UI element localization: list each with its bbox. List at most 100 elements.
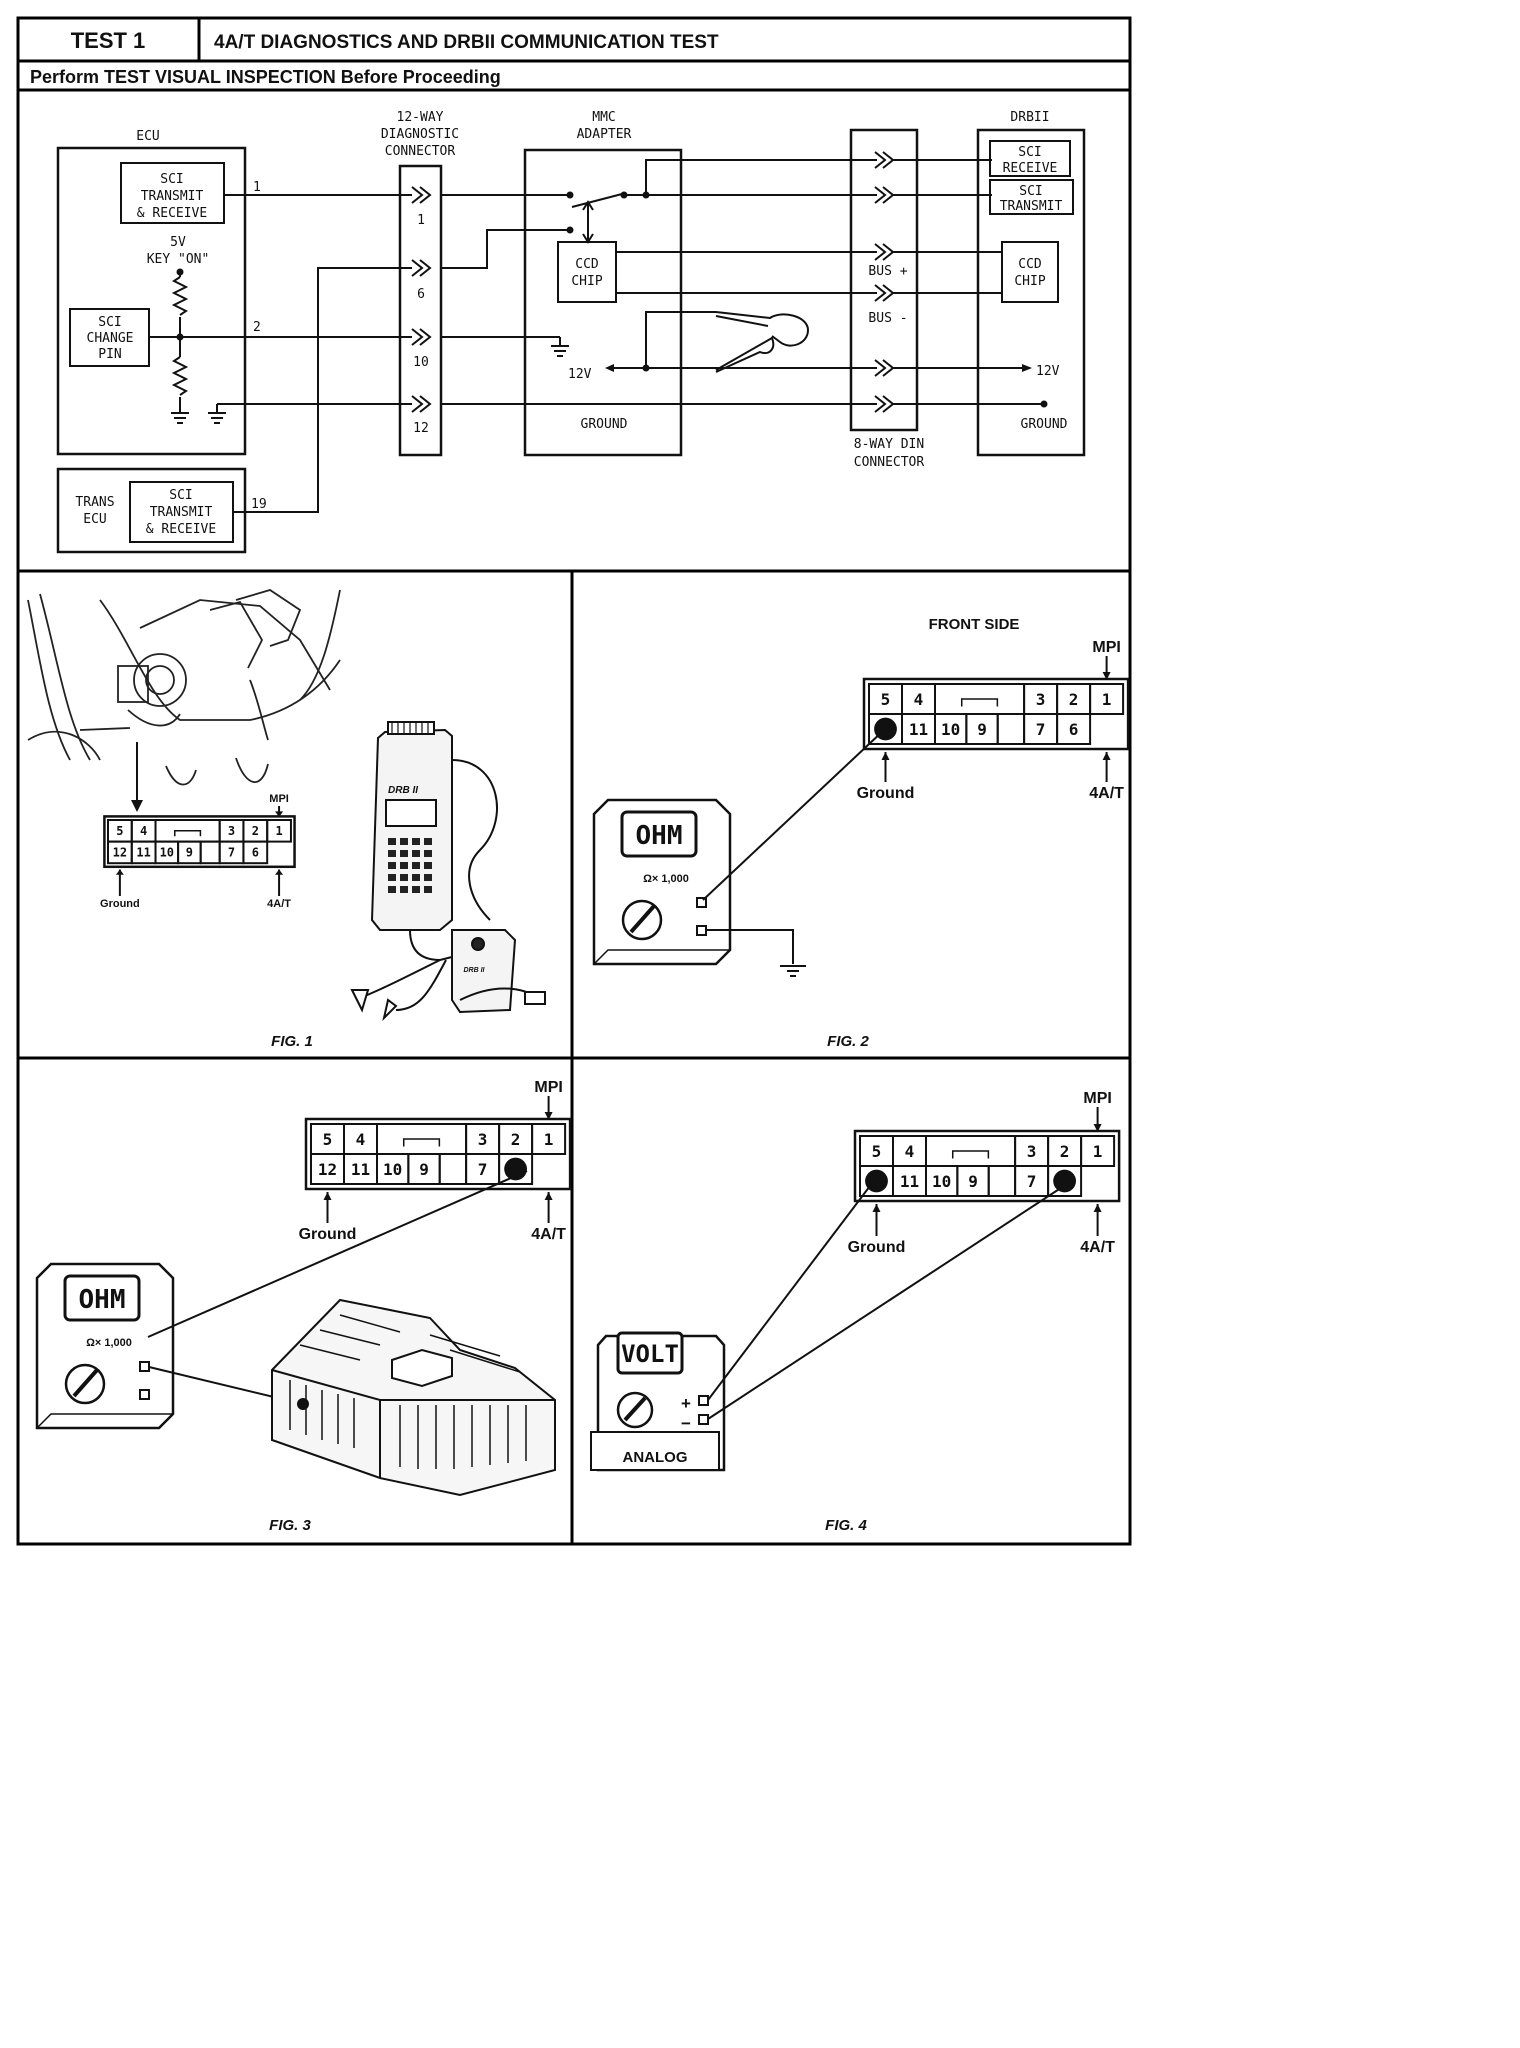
fig2-caption: FIG. 2 xyxy=(827,1033,869,1050)
mpi-label: MPI xyxy=(1092,639,1120,656)
connector-pin-number: 1 xyxy=(1093,1142,1103,1161)
connector-pin-number: 10 xyxy=(383,1160,402,1179)
connector-pin-number: 7 xyxy=(478,1160,488,1179)
connector-pin-number: 7 xyxy=(1027,1172,1037,1191)
diag-title-1: 12-WAY xyxy=(397,110,444,125)
ohm-display: OHM xyxy=(636,821,683,851)
diag-connector-box xyxy=(398,164,443,457)
connector-pin-number: 6 xyxy=(1069,720,1079,739)
fig4-minus-label: − xyxy=(681,1414,691,1433)
drbii-ccd-chip xyxy=(1001,241,1059,303)
drbii-sci-transmit-1: SCI xyxy=(1019,184,1042,199)
fig4-positive-jack[interactable] xyxy=(698,1395,709,1406)
diag-pin-6: 6 xyxy=(417,287,425,302)
test-probe-point xyxy=(504,1157,527,1181)
mmc-title-2: ADAPTER xyxy=(577,127,632,142)
pull-up-resistor xyxy=(173,276,187,316)
wire-1-label: 1 xyxy=(253,180,261,195)
connector-pin-number: 7 xyxy=(228,846,235,860)
connector-pin-number: 1 xyxy=(1102,690,1112,709)
mmc-title-1: MMC xyxy=(592,110,615,125)
drbii-sci-transmit-box xyxy=(989,179,1074,215)
at-label: 4A/T xyxy=(267,898,291,910)
mmc-chip-label: CHIP xyxy=(571,274,602,289)
drbii-title: DRBII xyxy=(1010,110,1049,125)
mpi-label: MPI xyxy=(1083,1090,1111,1107)
test-probe-point xyxy=(1053,1169,1076,1193)
mpi-label: MPI xyxy=(534,1079,562,1096)
positive-jack[interactable] xyxy=(696,897,707,908)
connector-pin-number: 11 xyxy=(900,1172,919,1191)
connector-pin-number: 10 xyxy=(932,1172,951,1191)
trans-ecu-label-1: TRANS xyxy=(75,495,114,510)
connector-pin-number: 4 xyxy=(140,824,147,838)
connector-pin-number: 9 xyxy=(419,1160,429,1179)
ecu-sci-tx-rx-box xyxy=(120,162,225,224)
ecu-title: ECU xyxy=(136,129,159,144)
bus-minus-label: BUS - xyxy=(868,311,907,326)
connector-pin-number: 11 xyxy=(136,846,150,860)
at-label: 4A/T xyxy=(1080,1239,1115,1256)
diag-pin-10: 10 xyxy=(413,355,429,370)
connector-pin-number: 3 xyxy=(1027,1142,1037,1161)
fig2-ground-symbol xyxy=(783,965,803,977)
fig4-caption: FIG. 4 xyxy=(825,1517,867,1534)
drbii-tester-illustration xyxy=(350,721,546,1022)
page-frame xyxy=(16,16,1132,1546)
connector-pin-number: 9 xyxy=(186,846,193,860)
connector-pin-number: 5 xyxy=(872,1142,882,1161)
fig2-test-lead-2 xyxy=(706,929,794,964)
ohm-range-label: Ω× 1,000 xyxy=(643,873,689,885)
connector-cell xyxy=(1056,713,1092,745)
test-subtitle: Perform TEST VISUAL INSPECTION Before Pr… xyxy=(30,67,501,87)
connector-pin-number: 6 xyxy=(252,846,259,860)
connector-pin-number: 7 xyxy=(1036,720,1046,739)
test-probe-point xyxy=(865,1169,888,1193)
fig4-meter-display: VOLT xyxy=(621,1340,679,1368)
supply-key-on-label: KEY "ON" xyxy=(147,252,210,267)
drbii-tool-label: DRB II xyxy=(388,785,418,796)
mmc-ccd-chip xyxy=(557,241,617,303)
connector-pin-number: 10 xyxy=(160,846,174,860)
fig4-test-lead-2 xyxy=(707,1181,1071,1420)
connector-pin-number: 2 xyxy=(1069,690,1079,709)
ground-label: Ground xyxy=(848,1239,906,1256)
din-title-1: 8-WAY DIN xyxy=(854,437,924,452)
connector-pin-number: 3 xyxy=(228,824,235,838)
connector-cell xyxy=(1089,683,1125,715)
connector-pin-number: 4 xyxy=(356,1130,366,1149)
negative-jack[interactable] xyxy=(696,925,707,936)
drbii-ground-label: GROUND xyxy=(1021,417,1068,432)
drbii-sci-receive-1: SCI xyxy=(1018,145,1041,160)
mpi-label: MPI xyxy=(269,793,289,805)
connector-pin-number: 5 xyxy=(881,690,891,709)
diag-pin-1: 1 xyxy=(417,213,425,228)
sci-change-label-3: PIN xyxy=(98,347,121,362)
drbii-12v-label: 12V xyxy=(1036,364,1060,379)
fig4-negative-jack[interactable] xyxy=(698,1414,709,1425)
mmc-ground-label: GROUND xyxy=(581,417,628,432)
connector-cell xyxy=(531,1123,567,1155)
drbii-adapter-label: DRB II xyxy=(464,967,486,974)
trans-ecu-label-2: ECU xyxy=(83,512,106,527)
positive-jack[interactable] xyxy=(139,1361,150,1372)
wire-19-label: 19 xyxy=(251,497,267,512)
test-label: TEST 1 xyxy=(71,28,146,53)
ecu-sci-label: SCI xyxy=(160,172,183,187)
connector-pin-number: 3 xyxy=(1036,690,1046,709)
din-connector-box xyxy=(849,128,919,432)
fig1-caption: FIG. 1 xyxy=(271,1033,313,1050)
negative-jack[interactable] xyxy=(139,1389,150,1400)
ohm-range-label: Ω× 1,000 xyxy=(86,1337,132,1349)
sci-change-label-2: CHANGE xyxy=(87,331,134,346)
connector-pin-number: 4 xyxy=(905,1142,915,1161)
fig4-analog-label: ANALOG xyxy=(623,1449,688,1466)
connector-pin-number: 1 xyxy=(275,824,282,838)
mmc-adapter-box xyxy=(523,148,683,457)
mmc-12v-label: 12V xyxy=(568,367,592,382)
connector-pin-number: 9 xyxy=(977,720,987,739)
